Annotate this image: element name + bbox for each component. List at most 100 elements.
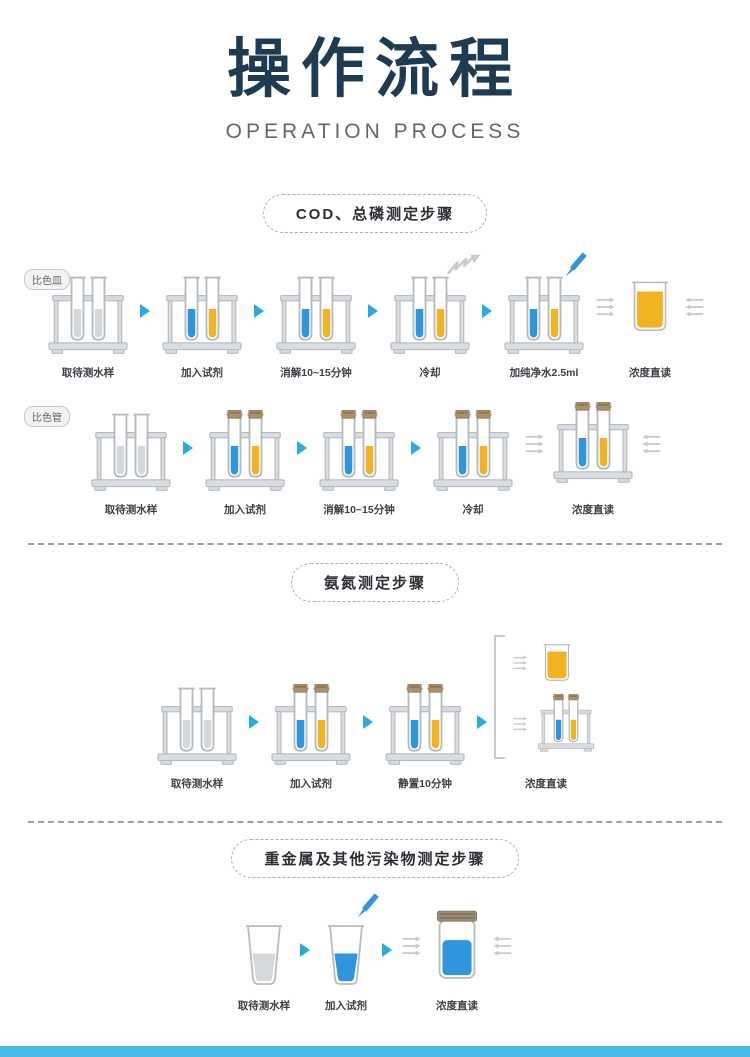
- test-tube-rack-icon: [43, 257, 133, 357]
- section-heavy-metals: 重金属及其他污染物测定步骤 取待测水样 加入试剂: [0, 839, 750, 1013]
- dropper-icon: [355, 892, 383, 920]
- readout-group: [593, 257, 707, 357]
- step-label: 冷却: [462, 504, 484, 516]
- read-lines-icon: [492, 934, 512, 958]
- flow-arrow-icon: [363, 715, 373, 729]
- capped-tube-rack-icon: [534, 694, 598, 754]
- cool-arrow-icon: [447, 253, 485, 277]
- capped-tube-rack-icon: [266, 668, 356, 768]
- step-sample: 取待测水样: [152, 668, 242, 791]
- capped-tube-rack-icon: [314, 394, 404, 494]
- beaker-icon: [619, 276, 681, 338]
- step-add-reagent: 加入试剂: [317, 902, 375, 1013]
- step-label: 取待测水样: [237, 1000, 291, 1012]
- readout-stack: [510, 640, 598, 754]
- step-read-concentration: 浓度直读: [522, 394, 664, 517]
- step-stand: 静置10分钟: [380, 668, 470, 791]
- cup-icon: [235, 902, 293, 990]
- step-label: 加入试剂: [181, 367, 223, 379]
- step-label: 取待测水样: [104, 504, 158, 516]
- flow-arrow-icon: [254, 304, 264, 318]
- step-sample: 取待测水样: [235, 902, 293, 1013]
- dashed-divider: [28, 821, 722, 823]
- capped-tube-rack-icon: [428, 394, 518, 494]
- jar-icon: [425, 909, 489, 983]
- section-cod-phosphorus: COD、总磷测定步骤 比色皿 取待测水样 加入试剂: [0, 194, 750, 517]
- flow-arrow-icon: [249, 715, 259, 729]
- test-tube-rack-icon: [157, 257, 247, 357]
- read-lines-icon: [513, 715, 528, 733]
- page-subtitle: OPERATION PROCESS: [225, 120, 525, 143]
- step-digest: 消解10~15分钟: [271, 257, 361, 380]
- read-lines-icon: [513, 654, 528, 672]
- step-label: 取待测水样: [170, 778, 224, 790]
- step-digest: 消解10~15分钟: [314, 394, 404, 517]
- bracket-icon: [494, 635, 505, 759]
- step-label: 浓度直读: [525, 778, 567, 790]
- flow-arrow-icon: [300, 943, 310, 957]
- flow-arrow-icon: [411, 441, 421, 455]
- section-ammonia: 氨氮测定步骤 取待测水样 加入试剂 静置10分钟: [0, 563, 750, 791]
- step-label: 取待测水样: [61, 367, 115, 379]
- step-add-water: 加纯净水2.5ml: [499, 257, 589, 380]
- step-cool: 冷却: [428, 394, 518, 517]
- row-tag-cuvette: 比色皿: [24, 269, 70, 290]
- step-label: 消解10~15分钟: [280, 367, 352, 379]
- dashed-divider: [28, 543, 722, 545]
- read-lines-icon: [596, 295, 616, 319]
- step-add-reagent: 加入试剂: [200, 394, 290, 517]
- readout-group: [522, 394, 664, 494]
- section-header-pill: 重金属及其他污染物测定步骤: [231, 839, 519, 878]
- step-read-concentration: 浓度直读: [399, 902, 515, 1013]
- bottom-accent-bar: [0, 1046, 750, 1057]
- step-sample: 取待测水样: [86, 394, 176, 517]
- step-read-concentration: 浓度直读: [494, 626, 598, 791]
- flow-row-heavy-metals: 取待测水样 加入试剂 浓度直读: [0, 902, 750, 1013]
- step-label: 浓度直读: [436, 1000, 478, 1012]
- test-tube-rack-icon: [499, 257, 589, 357]
- readout-group: [399, 902, 515, 990]
- step-add-reagent: 加入试剂: [157, 257, 247, 380]
- capped-tube-rack-icon: [548, 402, 638, 486]
- readout-beaker-row: [510, 640, 598, 686]
- page-title: 操作流程: [227, 33, 523, 105]
- flow-arrow-icon: [368, 304, 378, 318]
- readout-rack-row: [510, 694, 598, 754]
- test-tube-rack-icon: [152, 668, 242, 768]
- step-label: 加入试剂: [224, 504, 266, 516]
- step-label: 浓度直读: [629, 367, 671, 379]
- flow-arrow-icon: [382, 943, 392, 957]
- step-label: 加入试剂: [290, 778, 332, 790]
- flow-arrow-icon: [482, 304, 492, 318]
- read-lines-icon: [641, 432, 661, 456]
- step-label: 冷却: [419, 367, 441, 379]
- read-lines-icon: [525, 432, 545, 456]
- step-add-reagent: 加入试剂: [266, 668, 356, 791]
- test-tube-rack-icon: [86, 394, 176, 494]
- section-header-pill: 氨氮测定步骤: [290, 563, 459, 602]
- step-label: 静置10分钟: [398, 778, 452, 790]
- step-label: 消解10~15分钟: [323, 504, 395, 516]
- dropper-icon: [563, 251, 591, 279]
- read-lines-icon: [402, 934, 422, 958]
- capped-tube-rack-icon: [200, 394, 290, 494]
- step-cool: 冷却: [385, 257, 475, 380]
- flow-arrow-icon: [477, 715, 487, 729]
- flow-arrow-icon: [297, 441, 307, 455]
- capped-tube-rack-icon: [380, 668, 470, 768]
- step-read-concentration: 浓度直读: [593, 257, 707, 380]
- read-lines-icon: [684, 295, 704, 319]
- step-label: 加入试剂: [325, 1000, 367, 1012]
- flow-row-colorimetric-tube: 比色管 取待测水样 加入试剂 消解10~15分钟: [0, 394, 750, 517]
- row-tag-tube: 比色管: [24, 406, 70, 427]
- step-label: 浓度直读: [572, 504, 614, 516]
- step-label: 加纯净水2.5ml: [509, 367, 579, 379]
- section-header-pill: COD、总磷测定步骤: [262, 194, 488, 233]
- test-tube-rack-icon: [271, 257, 361, 357]
- cup-icon: [317, 902, 375, 990]
- flow-row-cuvette: 比色皿 取待测水样 加入试剂 消解10~15分钟: [0, 257, 750, 380]
- readout-group: [494, 626, 598, 768]
- test-tube-rack-icon: [385, 257, 475, 357]
- step-sample: 取待测水样: [43, 257, 133, 380]
